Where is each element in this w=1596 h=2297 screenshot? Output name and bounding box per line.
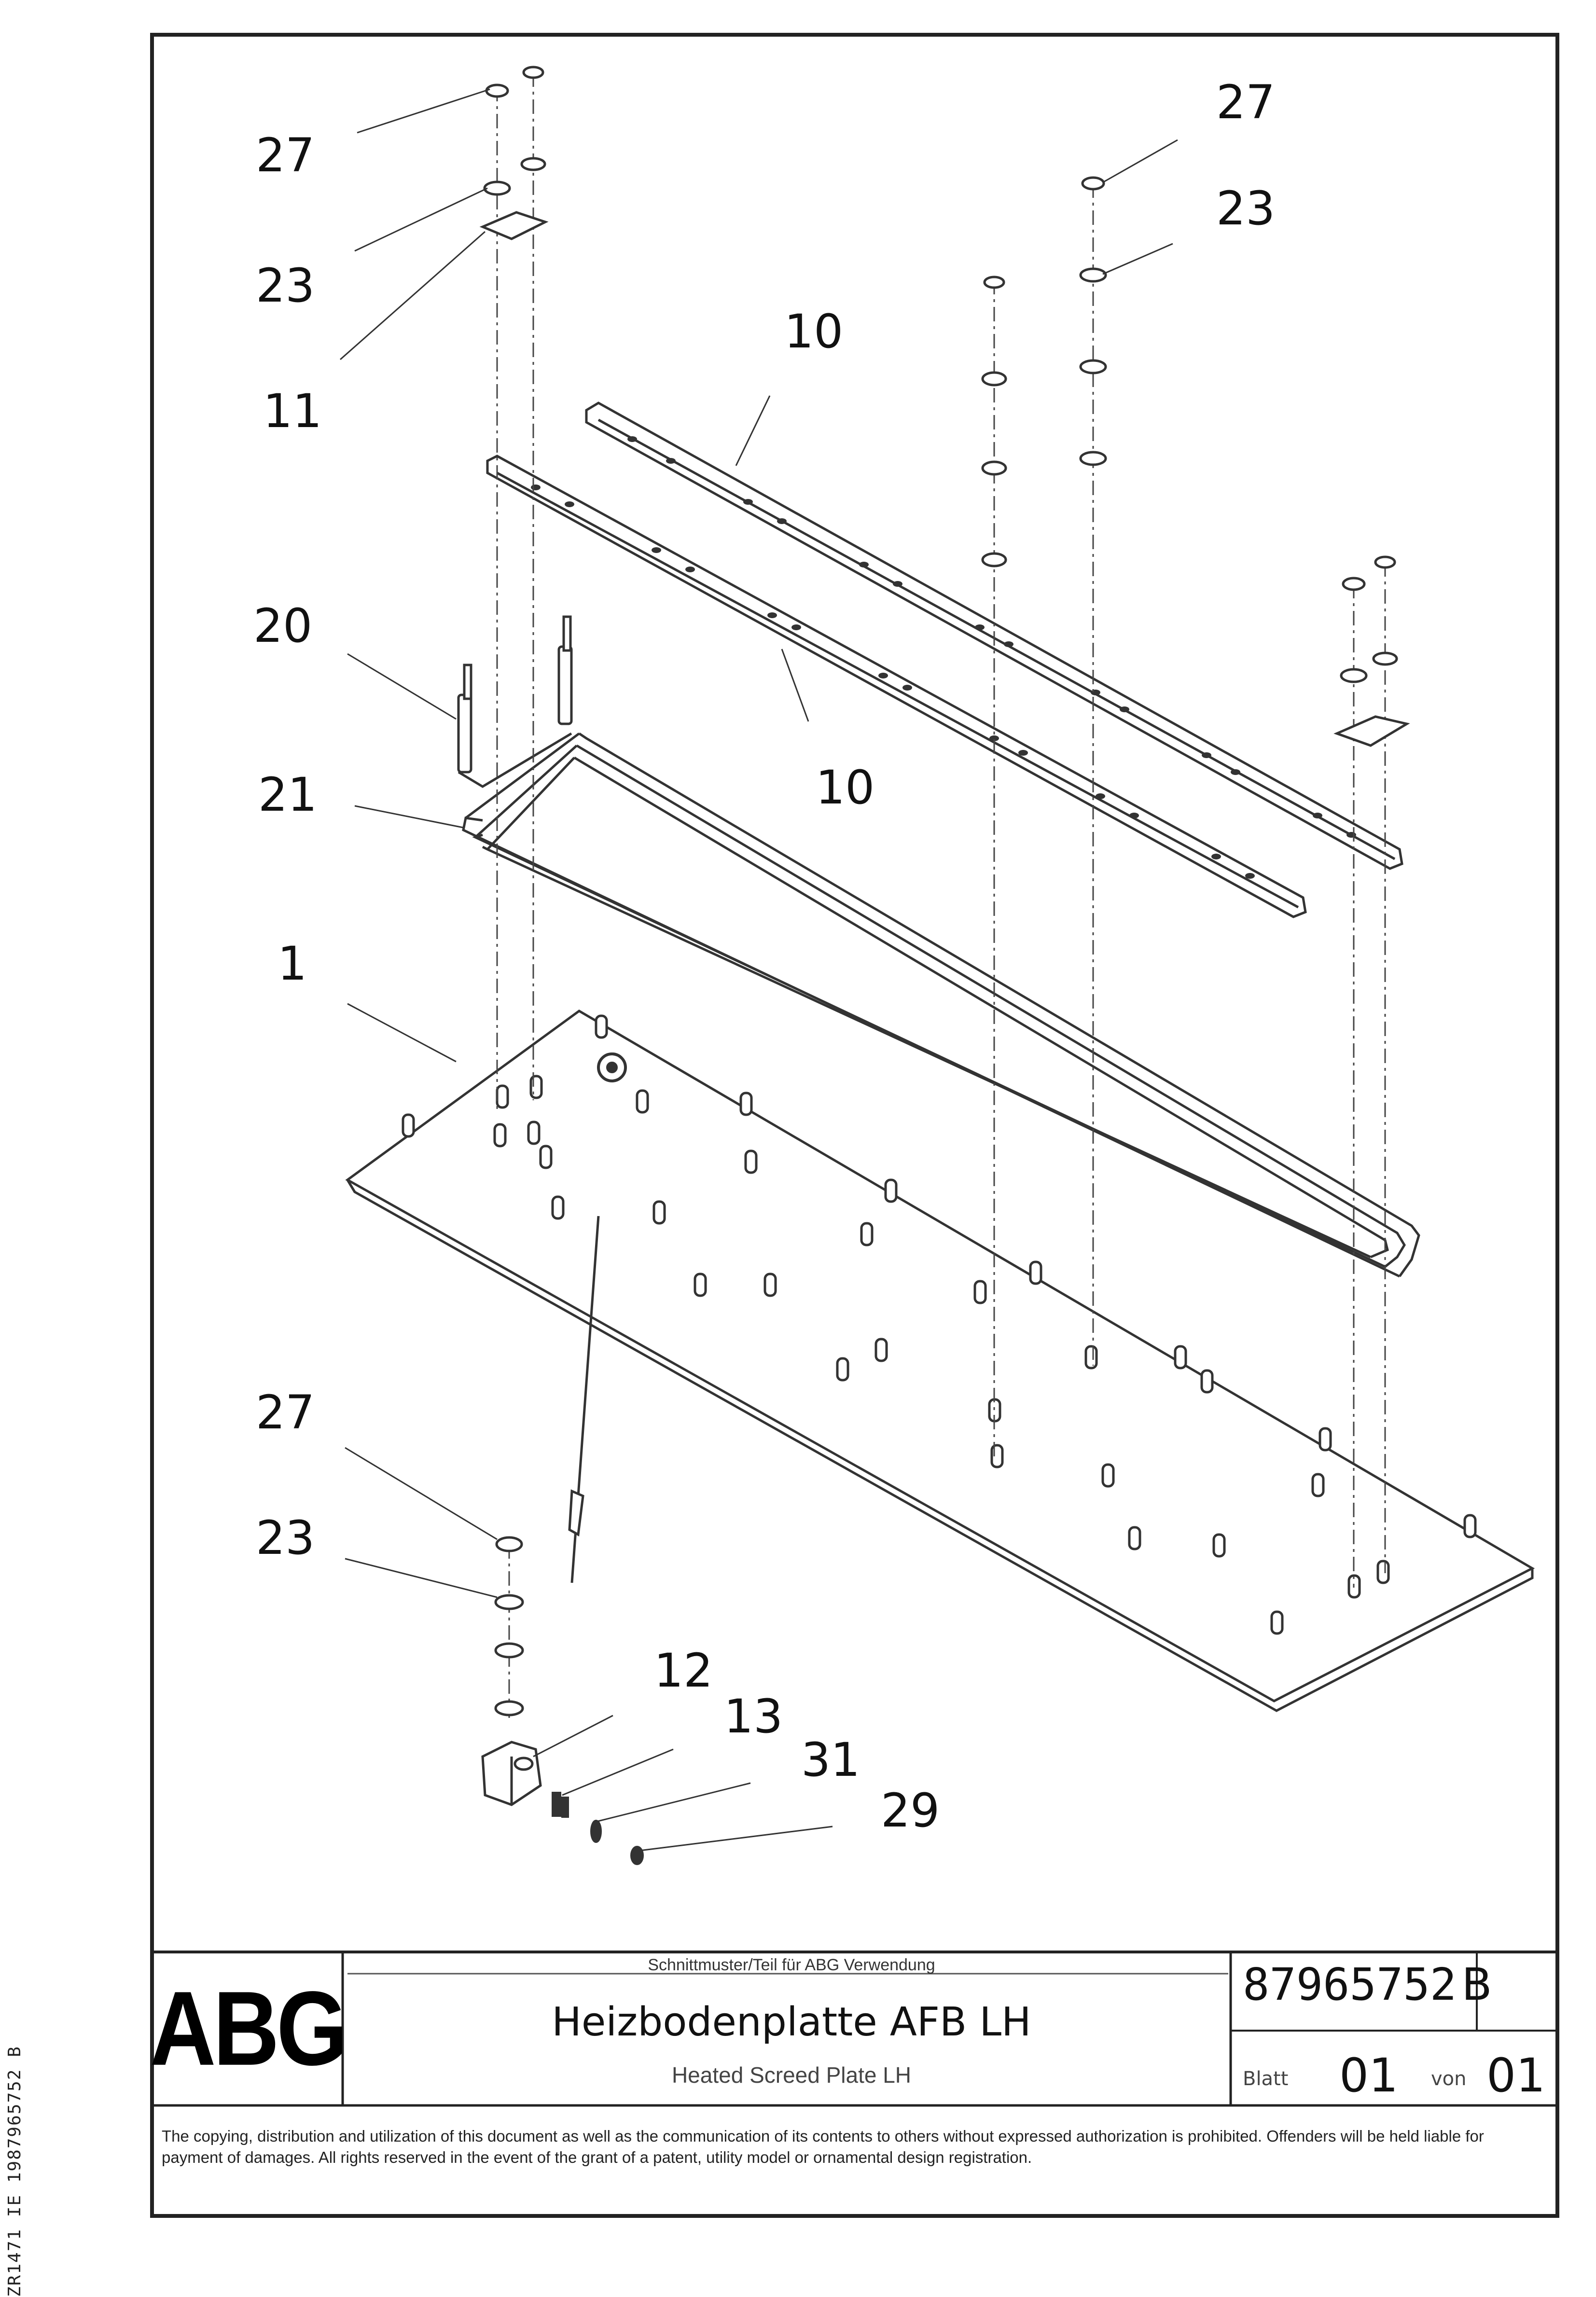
clamp-rail-rear <box>585 401 1403 870</box>
callout-1: 1 <box>278 937 307 991</box>
callout-20: 20 <box>253 599 312 653</box>
callout-10-lower: 10 <box>816 761 874 815</box>
callout-21: 21 <box>258 768 317 822</box>
terminal-pins <box>457 615 573 788</box>
callout-11: 11 <box>263 384 322 438</box>
callout-27-top-left: 27 <box>256 128 315 182</box>
plate-bosses <box>402 1014 1477 1635</box>
callout-27-bottom-left: 27 <box>256 1385 315 1439</box>
supplier-line: Schnittmuster/Teil für ABG Verwendung <box>648 1956 935 1974</box>
sheet-label: Blatt <box>1243 2068 1289 2090</box>
connector-bolt-tip <box>568 1489 584 1536</box>
callout-23-bottom-left: 23 <box>256 1511 315 1565</box>
title-block: ABG Schnittmuster/Teil für ABG Verwendun… <box>150 1952 1557 2216</box>
of-label: von <box>1431 2068 1467 2090</box>
callout-10-upper: 10 <box>784 304 843 359</box>
callout-13: 13 <box>724 1689 783 1744</box>
callout-29: 29 <box>881 1784 940 1838</box>
revision-letter: B <box>1461 1959 1492 2010</box>
callout-31: 31 <box>801 1733 860 1787</box>
callout-12: 12 <box>654 1644 713 1698</box>
washers-and-nuts <box>479 66 1410 1716</box>
callout-23-top-right: 23 <box>1216 181 1275 235</box>
callout-23-top-left: 23 <box>256 259 315 313</box>
sheet-info: Blatt 01 von 01 <box>1243 2048 1552 2103</box>
sheet-number: 01 <box>1339 2048 1399 2103</box>
connector-block <box>481 1741 542 1806</box>
bolt-centerlines <box>496 72 1386 1718</box>
callout-27-top-right: 27 <box>1216 75 1275 129</box>
drawing-title-german: Heizbodenplatte AFB LH <box>552 1999 1031 2045</box>
copyright-disclaimer: The copying, distribution and utilizatio… <box>162 2127 1484 2166</box>
center-hub-inner <box>606 1062 618 1073</box>
sheet-total: 01 <box>1486 2048 1546 2103</box>
leader-lines <box>340 88 1178 1852</box>
clamp-rail-front <box>486 455 1307 918</box>
connector-fasteners <box>552 1792 644 1865</box>
title-area: Schnittmuster/Teil für ABG Verwendung He… <box>347 1952 1235 2105</box>
drawing-frame <box>150 33 1559 2218</box>
drawing-title-english: Heated Screed Plate LH <box>671 2062 912 2088</box>
heating-element <box>462 732 1420 1278</box>
abg-logo: ABG <box>150 1970 347 2088</box>
side-reference-code: ZR1471 IE 1987965752 B <box>5 2046 25 2297</box>
heated-screed-plate <box>345 1010 1535 1712</box>
part-number: 87965752 <box>1243 1959 1457 2010</box>
rail-holes <box>531 436 1356 879</box>
